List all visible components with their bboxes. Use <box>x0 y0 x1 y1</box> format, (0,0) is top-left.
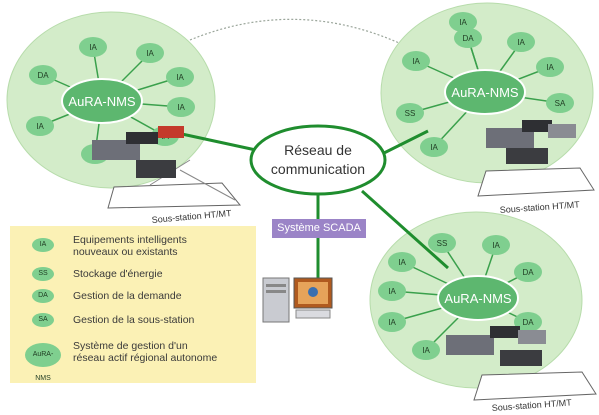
node-label: IA <box>492 241 500 250</box>
node-label: IA <box>388 287 396 296</box>
node-ia <box>388 252 416 272</box>
aura-nms-hub <box>437 275 519 321</box>
node-label: IA <box>517 38 525 47</box>
node-label: IA <box>388 318 396 327</box>
node-ss <box>428 233 456 253</box>
aura-nms-icon: AuRA-NMS <box>25 343 61 382</box>
node-label: DA <box>522 268 534 277</box>
sa-icon: SA <box>32 313 54 327</box>
node-label: IA <box>176 73 184 82</box>
node-label: IA <box>459 18 467 27</box>
node-label: IA <box>412 57 420 66</box>
node-ia <box>378 281 406 301</box>
substation-right-label: Sous-station HT/MT <box>499 199 580 215</box>
node-label: IA <box>89 43 97 52</box>
ia-icon: IA <box>32 238 54 252</box>
aura-nms-hub-label: AuRA-NMS <box>444 291 512 306</box>
substation-left <box>92 126 242 209</box>
node-ia <box>167 97 195 117</box>
substation-bottom <box>446 326 597 401</box>
node-ia <box>420 137 448 157</box>
da-icon: DA <box>32 289 54 303</box>
link-right <box>381 129 429 156</box>
node-label: IA <box>422 346 430 355</box>
substation-left-label: Sous-station HT/MT <box>151 208 232 225</box>
communication-network <box>249 124 387 196</box>
scada-computer-icon <box>262 277 333 323</box>
node-label: IA <box>36 122 44 131</box>
legend-text: Système de gestion d'un réseau actif rég… <box>73 340 218 364</box>
substation-right <box>477 120 595 197</box>
node-label: IA <box>398 258 406 267</box>
aura-nms-hub-label: AuRA-NMS <box>68 94 136 109</box>
node-label: IA <box>146 49 154 58</box>
ss-icon: SS <box>32 267 54 281</box>
node-ia <box>507 32 535 52</box>
legend: IA Equipements intelligents nouveaux ou … <box>10 226 256 383</box>
aura-nms-hub <box>61 78 143 124</box>
node-ss <box>396 103 424 123</box>
legend-text: Equipements intelligents nouveaux ou exi… <box>73 234 187 258</box>
node-ia <box>412 340 440 360</box>
node-da <box>454 28 482 48</box>
node-label: DA <box>37 71 49 80</box>
node-ia <box>378 312 406 332</box>
node-label: SA <box>555 99 566 108</box>
legend-text: Stockage d'énergie <box>73 268 163 280</box>
aura-nms-hub <box>444 69 526 115</box>
node-ia <box>166 67 194 87</box>
node-da <box>514 312 542 332</box>
node-label: SS <box>405 109 416 118</box>
node-ia <box>482 235 510 255</box>
link-bottom <box>360 189 450 270</box>
node-da <box>29 65 57 85</box>
node-ia <box>536 57 564 77</box>
aura-nms-hub-label: AuRA-NMS <box>451 85 519 100</box>
node-da <box>514 262 542 282</box>
network-label-line2: communication <box>271 161 365 177</box>
legend-text: Gestion de la sous-station <box>73 314 195 326</box>
node-label: SS <box>437 239 448 248</box>
scada-label: Système SCADA <box>272 219 366 238</box>
node-ia <box>79 37 107 57</box>
node-label: DA <box>462 34 474 43</box>
node-label: IA <box>177 103 185 112</box>
node-label: IA <box>546 63 554 72</box>
node-ia <box>449 12 477 32</box>
node-sa <box>546 93 574 113</box>
node-label: DA <box>522 318 534 327</box>
legend-text: Gestion de la demande <box>73 290 182 302</box>
network-label-line1: Réseau de <box>284 142 352 158</box>
substation-bottom-label: Sous-station HT/MT <box>491 397 572 413</box>
node-ia <box>26 116 54 136</box>
node-ia <box>402 51 430 71</box>
node-label: IA <box>430 143 438 152</box>
node-ia <box>136 43 164 63</box>
dotted-link <box>189 18 411 49</box>
